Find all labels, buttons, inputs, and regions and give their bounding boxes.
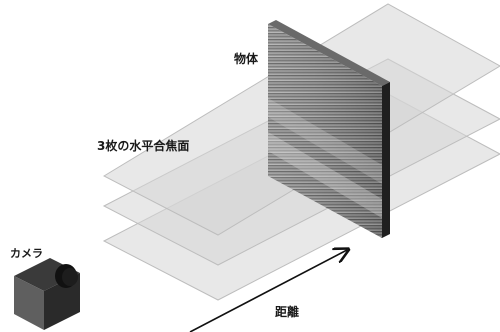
planes-label: 3枚の水平合焦面 bbox=[97, 138, 189, 153]
camera-label: カメラ bbox=[10, 247, 43, 260]
object-top bbox=[268, 20, 390, 86]
distance-arrow bbox=[189, 250, 347, 332]
camera-icon bbox=[14, 258, 80, 330]
object-side bbox=[382, 82, 390, 238]
distance-label: 距離 bbox=[275, 304, 299, 319]
object-label: 物体 bbox=[234, 51, 259, 66]
object-slab bbox=[268, 20, 390, 238]
